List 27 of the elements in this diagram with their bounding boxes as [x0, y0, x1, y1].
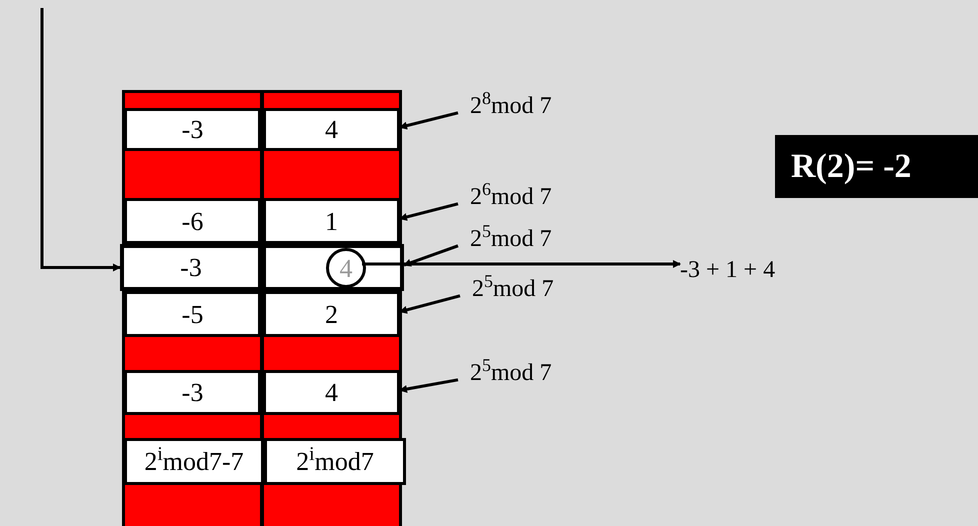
highlighted-cell: -3 [120, 244, 262, 291]
result-box: R(2)= -2 [775, 135, 978, 198]
table-cell: 4 [263, 108, 400, 151]
arrow [40, 8, 121, 272]
table-cell: 1 [263, 198, 400, 244]
arrow [403, 244, 458, 267]
sum-expression: -3 + 1 + 4 [680, 254, 855, 286]
table-cell: -6 [124, 198, 261, 244]
circled-value: 4 [326, 248, 366, 288]
table-cell: -3 [124, 370, 261, 415]
table-cell: 4 [263, 370, 400, 415]
arrow [362, 260, 681, 268]
table-cell: 2 [263, 291, 400, 337]
table-cell: 2$^{i}$mod7-7 [124, 438, 264, 485]
highlighted-cell [262, 244, 404, 291]
table-cell: 2$^{i}$mod7 [264, 438, 406, 485]
arrow [399, 294, 460, 314]
arrow [399, 378, 458, 393]
table-cell: -5 [124, 291, 261, 337]
formula-label: 2$^{8}$mod 7 [470, 89, 610, 123]
formula-label: 2$^{5}$mod 7 [470, 356, 610, 390]
arrow [399, 111, 458, 130]
formula-label: 2$^{5}$mod 7 [470, 222, 610, 256]
arrow [399, 202, 458, 221]
formula-label: 2$^{5}$mod 7 [472, 272, 612, 306]
table-cell: -3 [124, 108, 261, 151]
formula-label: 2$^{6}$mod 7 [470, 180, 610, 214]
